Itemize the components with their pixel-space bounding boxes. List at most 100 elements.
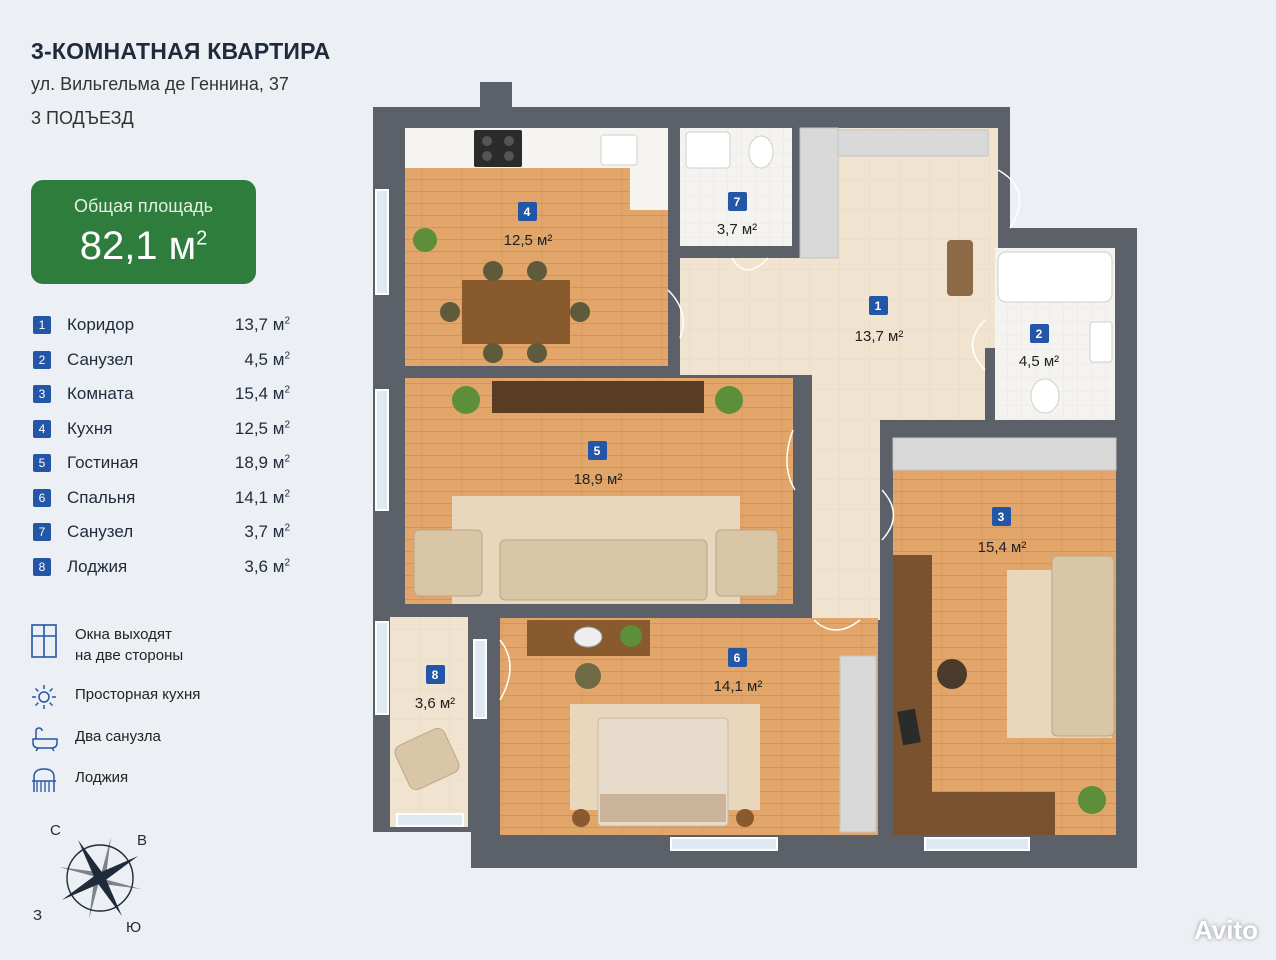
address: ул. Вильгельма де Геннина, 37 [31, 74, 289, 94]
room-4-area: 12,5 м² [504, 232, 553, 249]
room-2-number: 2 [1036, 327, 1043, 341]
total-area-label: Общая площадь [73, 196, 214, 216]
armchair [715, 529, 779, 597]
room-name: Санузел [67, 349, 134, 369]
window [375, 621, 389, 715]
window [375, 389, 389, 511]
room-number-badge: 1 [33, 316, 51, 334]
room-name: Коридор [67, 315, 135, 334]
room-area: 18,9 м2 [234, 453, 290, 472]
total-area-value: 82,1 м2 [79, 224, 208, 268]
bench [947, 240, 973, 296]
room-1-corridor [680, 128, 998, 620]
wardrobe [839, 655, 877, 833]
dining-table [462, 280, 570, 344]
bathtub-icon [32, 727, 58, 752]
window [396, 813, 464, 827]
room-3-number: 3 [998, 510, 1005, 524]
room-number-badge: 7 [33, 523, 51, 541]
room-6-bedroom [500, 618, 878, 835]
room-area: 3,6 м2 [244, 556, 290, 576]
room-name: Спальня [67, 487, 136, 507]
page-title: 3-КОМНАТНАЯ КВАРТИРА [31, 38, 331, 64]
room-name: Комната [67, 384, 134, 403]
legend-row: 5 Гостиная 18,9 м2 [33, 452, 303, 487]
room-6-area: 14,1 м² [714, 678, 763, 695]
room-3-area: 15,4 м² [978, 539, 1027, 556]
avito-watermark: Avito [1193, 915, 1258, 945]
room-5-area: 18,9 м² [574, 471, 623, 488]
feature-text: Лоджия [75, 769, 129, 786]
room-4-number: 4 [524, 205, 531, 219]
outer-walls [373, 82, 1137, 868]
room-2-area: 4,5 м² [1019, 353, 1059, 370]
room-2-bathroom [995, 248, 1115, 420]
sofa [499, 539, 708, 601]
bathtub [997, 251, 1113, 303]
room-number-badge: 2 [33, 350, 51, 369]
room-number-badge: 5 [33, 454, 51, 472]
room-3-room [893, 438, 1116, 835]
room-7-bathroom [680, 128, 792, 246]
room-area: 15,4 м2 [234, 384, 290, 403]
feature-text: Два санузла [75, 728, 161, 745]
kitchen-counter [405, 128, 668, 210]
feature-bathrooms: Два санузла [31, 726, 291, 752]
room-1-number: 1 [875, 299, 882, 313]
feature-text: Просторная кухня [75, 686, 201, 703]
room-area: 3,7 м2 [244, 522, 290, 541]
room-badges [426, 192, 1049, 684]
room-7-area: 3,7 м² [717, 221, 757, 238]
sofa [1051, 555, 1115, 737]
compass-east: В [137, 832, 147, 849]
total-area-card: Общая площадь 82,1 м2 [31, 180, 256, 284]
kitchen-sink [600, 134, 638, 166]
carpet [452, 496, 740, 604]
window-icon [31, 624, 57, 658]
armchair [413, 529, 483, 597]
feature-kitchen: Просторная кухня [31, 684, 291, 709]
legend-row: 2 Санузел 4,5 м2 [33, 349, 303, 384]
room-area: 13,7 м2 [234, 315, 290, 334]
room-number-badge: 3 [33, 385, 51, 403]
room-area: 4,5 м2 [244, 349, 290, 369]
room-7-number: 7 [734, 195, 741, 209]
legend-row: 7 Санузел 3,7 м2 [33, 521, 303, 556]
sun-icon [32, 685, 56, 709]
wardrobe [799, 127, 839, 259]
room-5-living [405, 378, 793, 604]
desk [893, 555, 1055, 835]
carpet [1007, 570, 1112, 738]
feature-loggia: Лоджия [31, 767, 291, 792]
room-8-area: 3,6 м² [415, 695, 455, 712]
room-6-number: 6 [734, 651, 741, 665]
window [670, 837, 778, 851]
room-name: Гостиная [67, 453, 139, 472]
room-number-badge: 8 [33, 557, 51, 576]
compass-south: Ю [126, 919, 141, 936]
window [924, 837, 1030, 851]
compass-west: З [33, 907, 42, 924]
legend-row: 1 Коридор 13,7 м2 [33, 314, 303, 349]
room-4-kitchen [405, 128, 668, 366]
entrance: 3 ПОДЪЕЗД [31, 108, 134, 128]
window [375, 189, 389, 295]
tv-stand [492, 381, 704, 413]
room-8-loggia [390, 617, 468, 827]
legend-row: 3 Комната 15,4 м2 [33, 383, 303, 418]
room-5-number: 5 [594, 444, 601, 458]
stove [474, 130, 522, 167]
plant [413, 228, 437, 252]
carpet [570, 704, 760, 810]
window [473, 639, 487, 719]
room-8-number: 8 [432, 668, 439, 682]
room-number-badge: 4 [33, 419, 51, 438]
balcony-icon [32, 768, 56, 792]
room-number-badge: 6 [33, 488, 51, 507]
room-name: Санузел [67, 522, 134, 541]
